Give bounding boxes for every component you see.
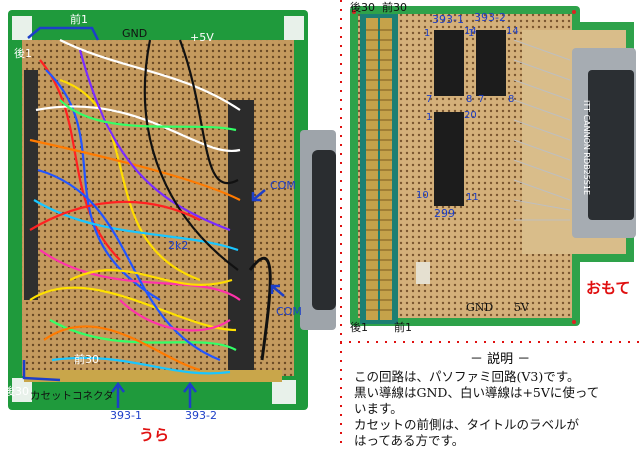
front-label-5v: 5V bbox=[514, 301, 529, 314]
back-side-photo: 前1 後1 GND +5V COM 2k2 COM 前30 後30 カセットコネ… bbox=[4, 10, 336, 444]
back-label-rear30: 後30 bbox=[4, 385, 29, 398]
front-pin-11: 11 bbox=[466, 192, 479, 203]
front-pin-7a: 7 bbox=[426, 94, 433, 105]
front-pin-14b: 14 bbox=[506, 26, 519, 37]
back-label-393-1: 393-1 bbox=[110, 409, 142, 422]
header-pin-strip bbox=[228, 100, 254, 370]
explanation-line-3: います。 bbox=[354, 401, 403, 416]
back-label-gnd: GND bbox=[122, 27, 148, 40]
front-label-299: 299 bbox=[434, 207, 455, 220]
explanation-line-5: はってある方です。 bbox=[354, 433, 465, 448]
back-label-com-bottom: COM bbox=[276, 305, 302, 318]
back-label-2k2: 2k2 bbox=[168, 239, 189, 252]
horizontal-dotted-divider bbox=[340, 341, 640, 343]
explanation-line-1: この回路は、パソファミ回路(V3)です。 bbox=[354, 369, 580, 384]
front-label-rear1: 後1 bbox=[350, 321, 368, 334]
vertical-dotted-divider bbox=[340, 0, 342, 450]
front-pin-1b: 1 bbox=[468, 28, 475, 39]
back-side-title: うら bbox=[139, 426, 170, 444]
front-pin-20: 20 bbox=[464, 110, 477, 121]
back-label-front30: 前30 bbox=[74, 353, 99, 366]
ic-393-2 bbox=[476, 30, 506, 96]
front-label-393-1: 393-1 bbox=[432, 13, 464, 26]
front-label-393-2: 393-2 bbox=[474, 11, 506, 24]
back-label-com-top: COM bbox=[270, 179, 296, 192]
front-pin-1c: 1 bbox=[426, 112, 433, 123]
ic-393-1 bbox=[434, 30, 464, 96]
back-label-front1: 前1 bbox=[70, 13, 88, 26]
front-side-title: おもて bbox=[586, 279, 631, 297]
back-label-rear1: 後1 bbox=[14, 47, 32, 60]
explanation-title: － 説明 － bbox=[470, 352, 531, 367]
front-pin-8b: 8 bbox=[508, 94, 515, 105]
wire-bundle bbox=[29, 39, 272, 375]
front-side-photo: 後30 前30 393-1 393-2 1 14 1 14 7 8 7 8 1 … bbox=[338, 0, 640, 340]
back-label-cassette: カセットコネクタ bbox=[30, 390, 114, 402]
front-pin-8a: 8 bbox=[466, 94, 473, 105]
back-label-393-2: 393-2 bbox=[185, 409, 217, 422]
explanation-line-2: 黒い導線はGND、白い導線は+5Vに使って bbox=[354, 385, 600, 400]
back-board-illustration bbox=[8, 10, 336, 410]
front-pin-14a: 14 bbox=[464, 26, 477, 37]
front-pin-1a: 1 bbox=[424, 28, 431, 39]
front-label-rear30: 後30 bbox=[350, 1, 375, 14]
explanation-line-4: カセットの前側は、タイトルのラベルが bbox=[354, 417, 580, 432]
front-board-illustration bbox=[338, 0, 640, 340]
back-label-plus5v: +5V bbox=[190, 31, 214, 44]
front-pin-7b: 7 bbox=[478, 94, 485, 105]
db25-marking: ITT CANNON RDB25S1E bbox=[582, 100, 591, 195]
front-pin-10: 10 bbox=[416, 190, 429, 201]
front-label-front1: 前1 bbox=[394, 321, 412, 334]
front-label-gnd: GND bbox=[466, 301, 494, 314]
front-label-front30: 前30 bbox=[382, 1, 407, 14]
ic-299 bbox=[434, 112, 464, 206]
